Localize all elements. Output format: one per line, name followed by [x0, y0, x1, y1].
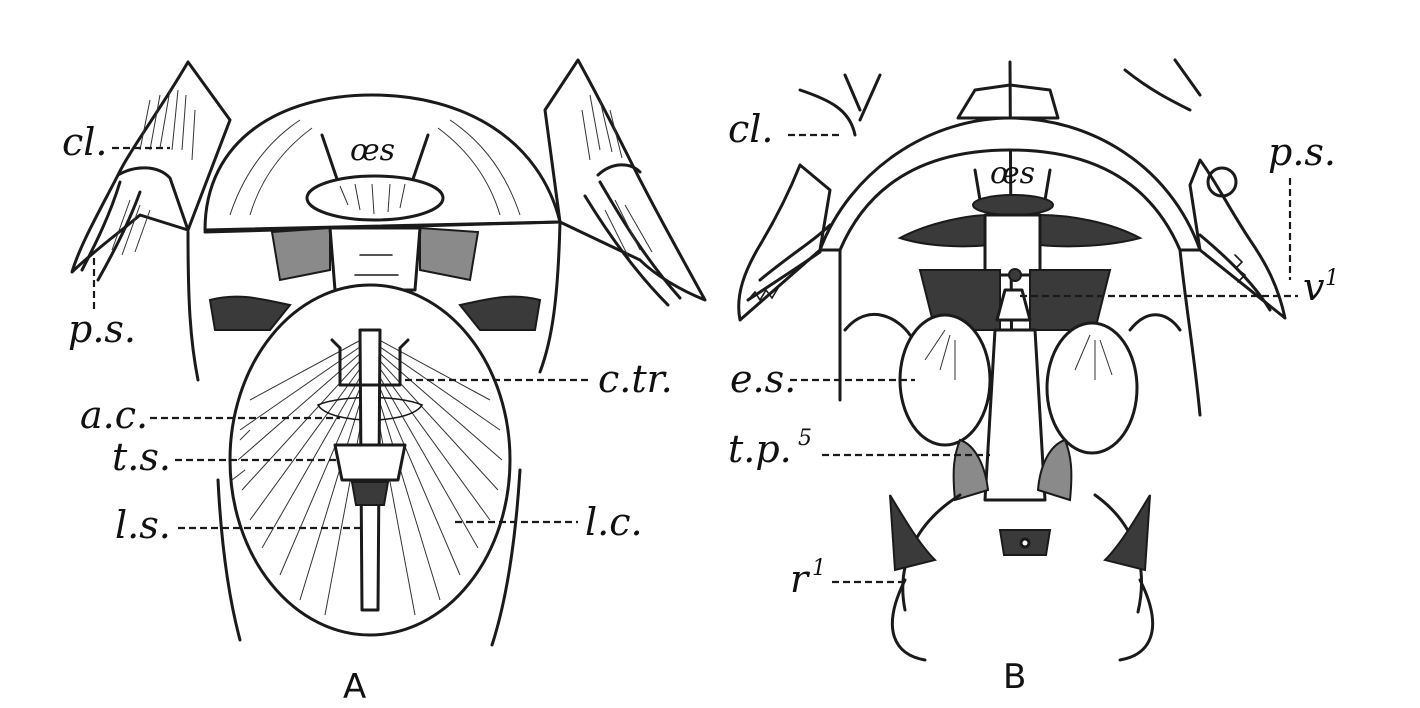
panel-a-title: A	[343, 667, 366, 707]
panel-b-label-tp5-superscript: 5	[798, 426, 812, 451]
panel-b-title: B	[1003, 657, 1026, 697]
panel-b-label-oes: œs	[990, 156, 1035, 191]
panel-a-label-ps: p.s.	[68, 307, 136, 351]
panel-b-label-cl: cl.	[728, 107, 774, 151]
panel-a-label-lc: l.c.	[585, 500, 643, 544]
panel-a-right-appendage	[545, 60, 705, 305]
panel-b-label-v1-superscript: 1	[1325, 266, 1339, 291]
panel-b-label-r1-superscript: 1	[812, 556, 826, 581]
panel-a-label-ctr: c.tr.	[598, 357, 673, 401]
panel-a-drawing: cl. œs p.s. c.tr. a.c. t.s. l.s. l.c. A	[62, 60, 705, 707]
panel-b-label-es: e.s.	[730, 357, 796, 401]
panel-a-label-ls: l.s.	[115, 503, 171, 547]
panel-a-label-cl: cl.	[62, 120, 108, 164]
panel-a-left-appendage	[72, 62, 230, 280]
panel-b-label-ps: p.s.	[1268, 130, 1336, 174]
panel-b-label-tp5: t.p.	[728, 427, 792, 471]
panel-a-label-ts: t.s.	[112, 435, 171, 479]
panel-b-top-notch	[958, 85, 1058, 118]
panel-b-lower-horns	[890, 495, 1153, 660]
panel-a-label-ac: a.c.	[80, 393, 148, 437]
panel-a-label-oes: œs	[350, 133, 395, 168]
panel-b-drawing: cl. œs p.s. v 1 e.s. t.p. 5 r 1 B	[728, 60, 1339, 697]
panel-b-label-v1: v	[1303, 265, 1325, 309]
panel-a-cardiac-oval	[230, 285, 510, 635]
panel-b-label-r1: r	[790, 557, 811, 601]
